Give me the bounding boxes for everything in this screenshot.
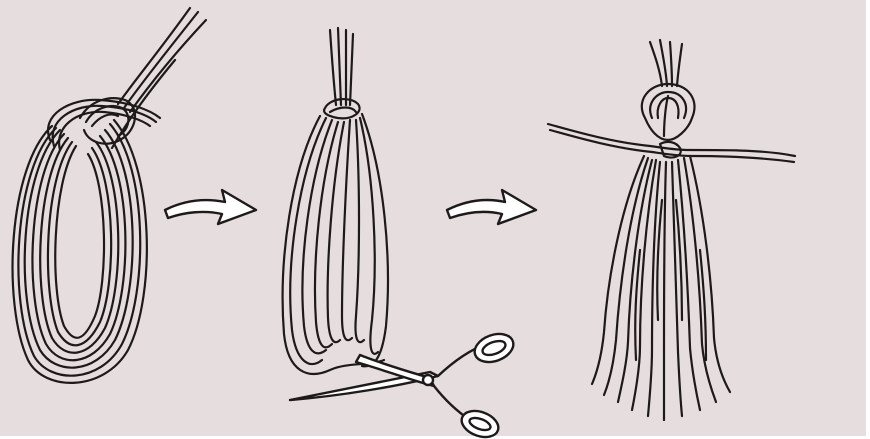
tied-bundle-icon	[283, 28, 388, 374]
arrow-right-icon	[165, 190, 256, 224]
panel-finished-tassel	[548, 40, 795, 420]
panel-tied-and-cut	[283, 28, 518, 439]
arrow-right-icon	[447, 190, 536, 224]
panel-coiled-yarn	[13, 8, 206, 383]
yarn-coil-icon	[13, 8, 206, 383]
scissors-icon	[290, 329, 517, 439]
tassel-icon	[548, 40, 795, 420]
